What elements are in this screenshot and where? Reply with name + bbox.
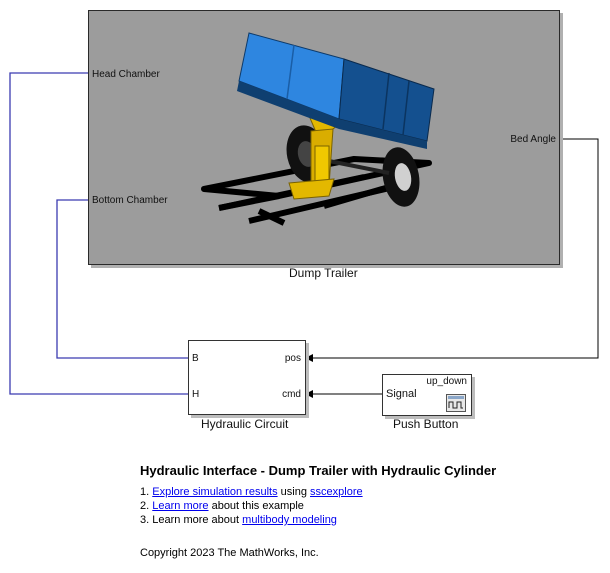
push-button-name: up_down xyxy=(426,376,467,387)
port-cmd[interactable]: cmd xyxy=(282,389,301,400)
sscexplore-link[interactable]: sscexplore xyxy=(310,486,363,498)
port-bed-angle[interactable]: Bed Angle xyxy=(510,134,556,145)
learn-more-link[interactable]: Learn more xyxy=(152,500,209,512)
dump-bed xyxy=(237,32,435,149)
example-title: Hydraulic Interface - Dump Trailer with … xyxy=(140,463,497,478)
port-h[interactable]: H xyxy=(192,389,200,400)
push-button-caption: Push Button xyxy=(393,417,459,431)
dump-trailer-block[interactable]: Head Chamber Bottom Chamber Bed Angle xyxy=(88,10,560,265)
arrow-pos xyxy=(305,354,313,362)
info-item-1: 1. Explore simulation results using ssce… xyxy=(140,486,363,498)
info-item-2: 2. Learn more about this example xyxy=(140,500,304,512)
port-bottom-chamber[interactable]: Bottom Chamber xyxy=(92,195,168,206)
info-item-3: 3. Learn more about multibody modeling xyxy=(140,514,337,526)
push-button-block[interactable]: up_down Signal xyxy=(382,374,472,416)
push-button-signal-label: Signal xyxy=(386,388,417,400)
explore-results-link[interactable]: Explore simulation results xyxy=(152,486,278,498)
multibody-modeling-link[interactable]: multibody modeling xyxy=(242,514,337,526)
dump-trailer-caption: Dump Trailer xyxy=(289,266,358,280)
port-head-chamber[interactable]: Head Chamber xyxy=(92,69,160,80)
arrow-cmd xyxy=(305,390,313,398)
copyright-text: Copyright 2023 The MathWorks, Inc. xyxy=(140,547,319,559)
port-pos[interactable]: pos xyxy=(284,353,301,364)
port-b[interactable]: B xyxy=(192,353,199,364)
hydraulic-circuit-block[interactable]: B H pos cmd xyxy=(188,340,306,415)
hydraulic-circuit-caption: Hydraulic Circuit xyxy=(201,417,289,431)
dump-trailer-image xyxy=(201,32,435,226)
push-button-icon xyxy=(446,394,466,412)
